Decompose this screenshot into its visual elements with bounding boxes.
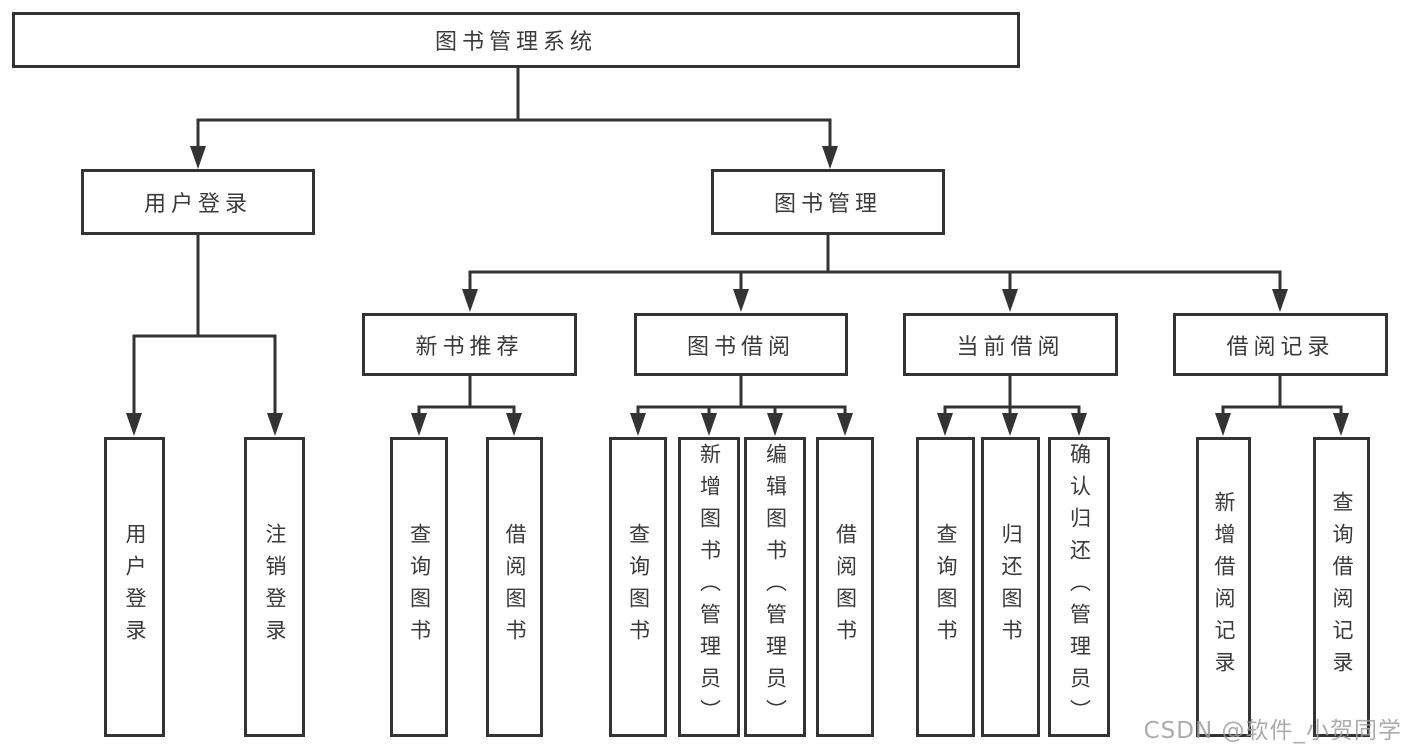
node-label: 当前借阅 — [956, 334, 1065, 360]
leaf-user-login: 用户登录 — [104, 437, 165, 737]
leaf-query-books: 查询图书 — [916, 437, 975, 737]
leaf-query-books: 查询图书 — [390, 437, 448, 737]
node-label: 新增图书（管理员） — [697, 443, 722, 731]
node-label: 新增借阅记录 — [1212, 491, 1236, 683]
leaf-logout: 注销登录 — [244, 437, 305, 737]
leaf-query-books: 查询图书 — [609, 437, 667, 737]
node-label: 用户登录 — [143, 192, 252, 217]
node-label: 查询借阅记录 — [1330, 491, 1354, 683]
leaf-return-books: 归还图书 — [981, 437, 1040, 737]
leaf-borrow-books: 借阅图书 — [486, 437, 543, 737]
node-user-login: 用户登录 — [81, 169, 315, 235]
node-label: 查询图书 — [407, 523, 432, 651]
node-library-management-system: 图书管理系统 — [12, 12, 1020, 68]
node-label: 图书管理 — [773, 192, 882, 217]
node-label: 借阅图书 — [833, 523, 858, 651]
node-current-borrowing: 当前借阅 — [903, 313, 1118, 376]
node-label: 图书管理系统 — [434, 30, 597, 55]
leaf-confirm-return-admin: 确认归还（管理员） — [1048, 437, 1110, 737]
leaf-edit-books-admin: 编辑图书（管理员） — [744, 437, 806, 737]
node-label: 新书推荐 — [415, 334, 524, 360]
node-label: 用户登录 — [123, 523, 147, 651]
node-label: 归还图书 — [999, 523, 1023, 651]
arrowhead-icons — [126, 146, 1349, 436]
node-label: 借阅记录 — [1226, 334, 1335, 360]
leaf-add-books-admin: 新增图书（管理员） — [678, 437, 740, 737]
node-label: 编辑图书（管理员） — [763, 443, 788, 731]
node-label: 查询图书 — [626, 523, 651, 651]
node-label: 注销登录 — [263, 523, 287, 651]
leaf-borrow-books: 借阅图书 — [816, 437, 874, 737]
node-label: 查询图书 — [934, 523, 958, 651]
node-book-borrowing: 图书借阅 — [634, 313, 848, 376]
node-new-book-recommendation: 新书推荐 — [362, 313, 577, 376]
node-book-management: 图书管理 — [711, 169, 945, 235]
node-label: 借阅图书 — [503, 523, 527, 651]
leaf-add-borrow-record: 新增借阅记录 — [1196, 437, 1251, 737]
node-label: 图书借阅 — [686, 334, 795, 360]
leaf-query-borrow-record: 查询借阅记录 — [1313, 437, 1370, 737]
node-borrowing-records: 借阅记录 — [1173, 313, 1388, 376]
node-label: 确认归还（管理员） — [1067, 443, 1092, 731]
connector-lines — [132, 62, 1343, 416]
